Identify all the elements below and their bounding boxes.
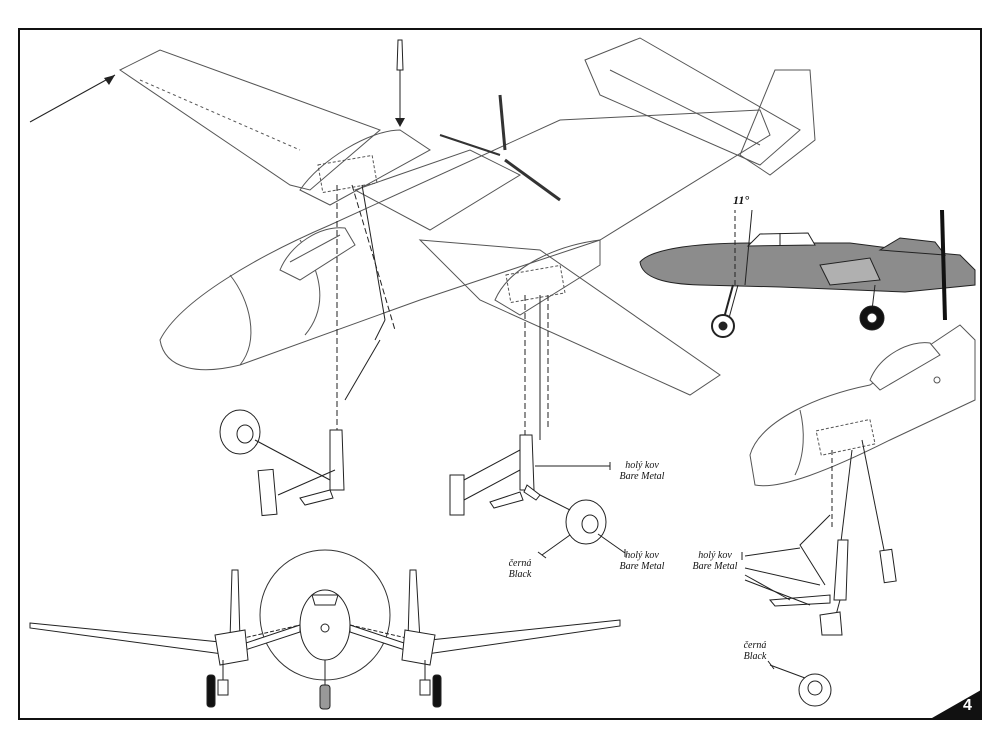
nose-gear-assembly [741, 439, 897, 707]
front-left-fin [229, 569, 241, 641]
bare-metal-en: Bare Metal [692, 561, 738, 572]
front-left-wheel-a [206, 674, 216, 708]
front-view [29, 549, 621, 710]
right-gear-assembly [449, 295, 626, 559]
black-label-nose-wheel: černá Black [735, 640, 775, 662]
front-left-nacelle [214, 629, 249, 666]
black-cz: černá [508, 558, 532, 569]
front-right-nacelle [401, 629, 436, 666]
propeller-blade-upper [498, 94, 507, 151]
profile-propeller [940, 209, 947, 321]
left-gear-door [257, 468, 278, 517]
front-left-wing [29, 622, 301, 656]
side-profile-view [639, 209, 976, 338]
lower-wing [418, 239, 721, 396]
black-label-right-wheel: černá Black [500, 558, 540, 580]
page-corner-triangle-icon [932, 690, 981, 718]
bare-metal-cz: holý kov [698, 550, 732, 561]
nose-detail-view [749, 324, 976, 487]
left-gear-assembly [219, 184, 396, 517]
front-nose-wheel [319, 684, 331, 710]
nose-gear-door [879, 548, 897, 584]
engine-nacelle [299, 129, 431, 206]
right-wheel [565, 499, 607, 545]
right-gear-door [449, 474, 465, 516]
black-en: Black [508, 569, 532, 580]
left-wheel [219, 409, 261, 455]
left-wing [119, 49, 381, 191]
black-cz: černá [743, 640, 767, 651]
bare-metal-en: Bare Metal [619, 561, 665, 572]
gear-angle-label: 11° [733, 193, 750, 207]
bare-metal-label-right-gear: holý kov Bare Metal [612, 460, 672, 482]
detail-canopy [869, 342, 941, 391]
bare-metal-cz: holý kov [625, 550, 659, 561]
tail-fin [739, 69, 816, 176]
front-right-wheel-a [432, 674, 442, 708]
bare-metal-label-nose-gear: holý kov Bare Metal [685, 550, 745, 572]
profile-fuselage [639, 242, 976, 293]
front-fuselage [299, 589, 351, 661]
right-nacelle [494, 239, 601, 316]
propeller-blade-lower [504, 158, 561, 202]
nose-wheel [798, 673, 832, 707]
main-aircraft-view [29, 37, 816, 396]
profile-tail [878, 237, 947, 256]
page-number: 4 [963, 697, 972, 714]
canopy [279, 227, 356, 281]
fuselage [159, 109, 771, 371]
black-en: Black [743, 651, 767, 662]
page-border [18, 28, 982, 720]
front-right-fin [407, 569, 421, 641]
bare-metal-cz: holý kov [625, 460, 659, 471]
right-wing [584, 37, 801, 166]
front-right-wing [349, 619, 621, 656]
bare-metal-en: Bare Metal [619, 471, 665, 482]
bare-metal-label-right-wheel: holý kov Bare Metal [612, 550, 672, 572]
profile-canopy [746, 232, 816, 247]
